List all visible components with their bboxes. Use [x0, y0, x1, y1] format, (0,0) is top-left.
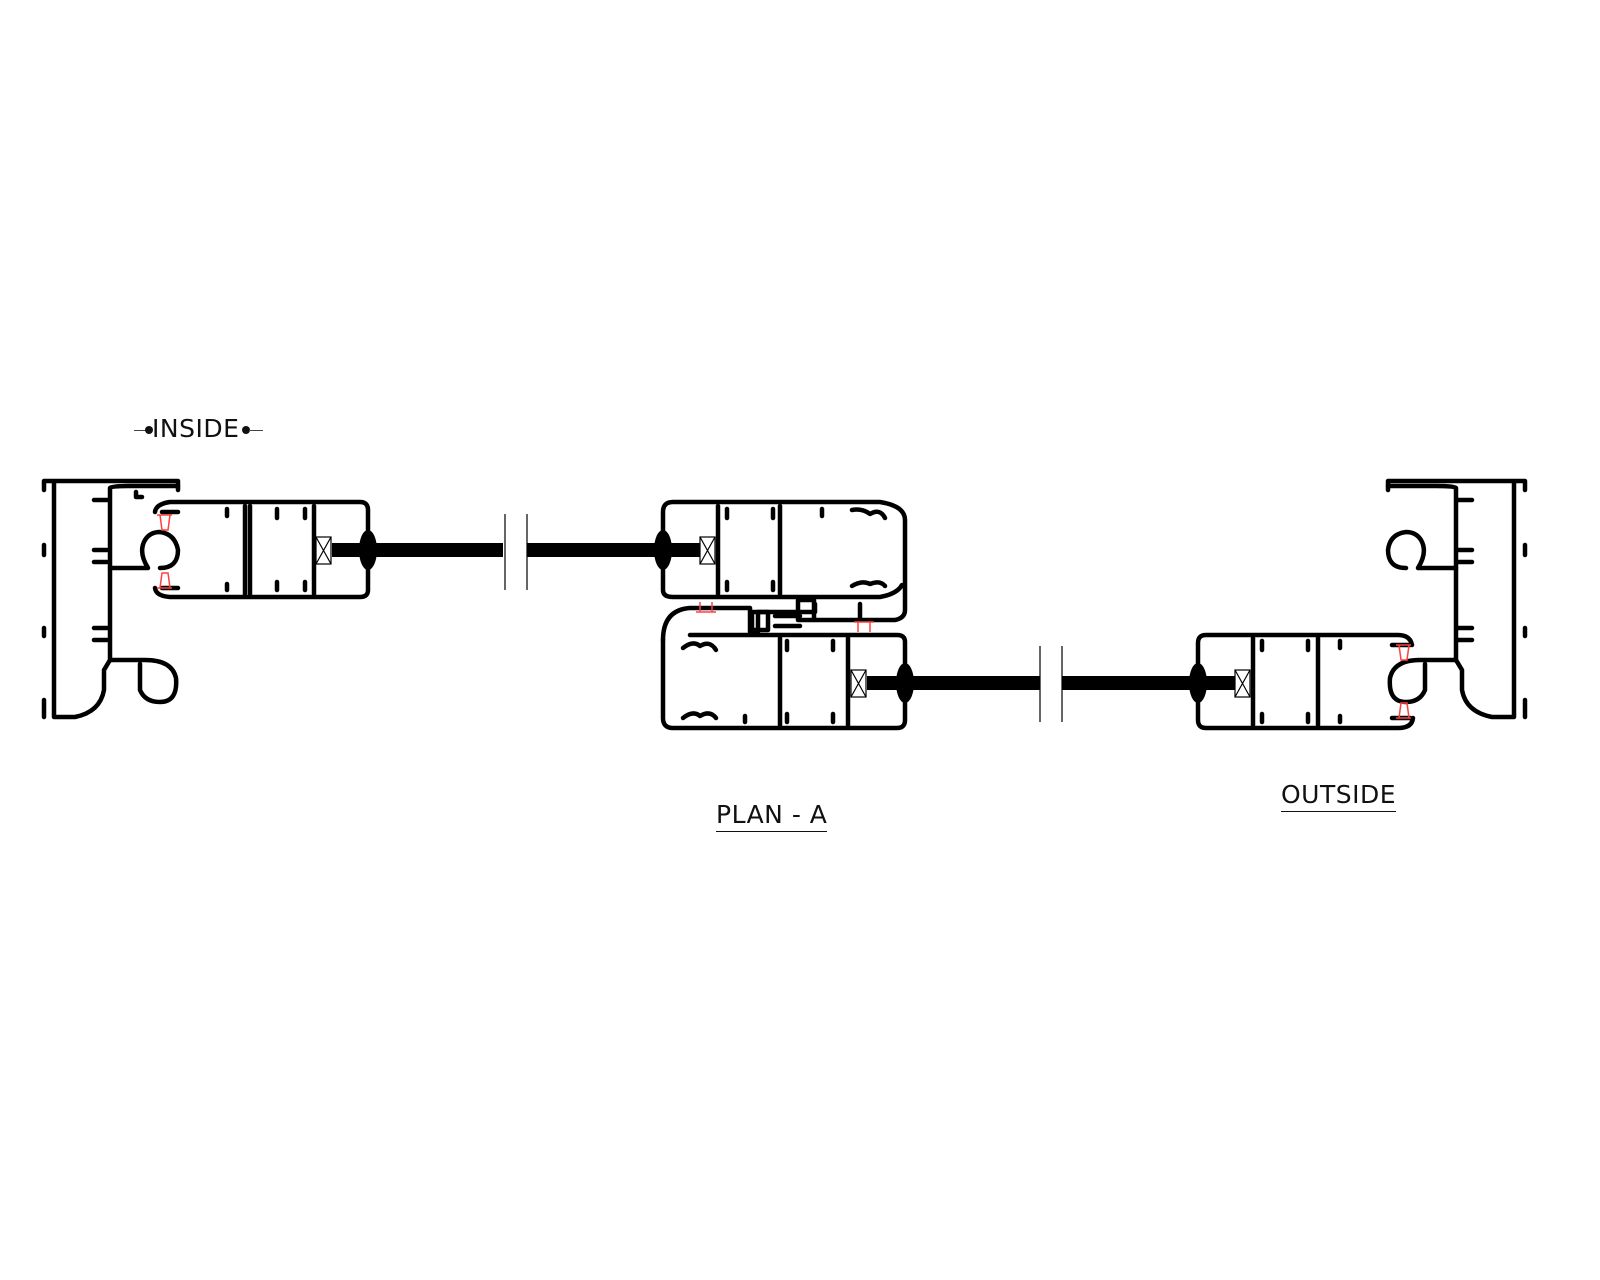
glass-pane-left-b [527, 543, 700, 557]
left-frame-profile [41, 478, 181, 720]
inside-marker-dot-left [145, 426, 153, 434]
glazing-gasket [896, 663, 914, 703]
inside-marker-dot-right [242, 426, 250, 434]
inside-marker-line-right [249, 430, 263, 431]
glazing-gasket [1189, 663, 1207, 703]
glazing-gasket [654, 530, 672, 570]
inside-marker-line-left [134, 430, 148, 431]
drawing-title: PLAN - A [716, 800, 828, 832]
center-upper-sash-profile [660, 499, 908, 623]
right-frame-profile [1385, 478, 1528, 720]
glass-pane-right-a [867, 676, 1040, 690]
interlock-profile [660, 597, 863, 643]
center-lower-sash-profile [660, 632, 908, 731]
inside-label: INSIDE [152, 414, 240, 443]
setting-blocks [315, 536, 1251, 698]
glass-panes [332, 530, 1235, 703]
glass-pane-right-b [1062, 676, 1235, 690]
glazing-gasket [359, 530, 377, 570]
outside-label: OUTSIDE [1281, 780, 1397, 812]
thermal-breaks [157, 514, 1411, 719]
break-lines [504, 514, 1063, 722]
glass-pane-left-a [332, 543, 503, 557]
